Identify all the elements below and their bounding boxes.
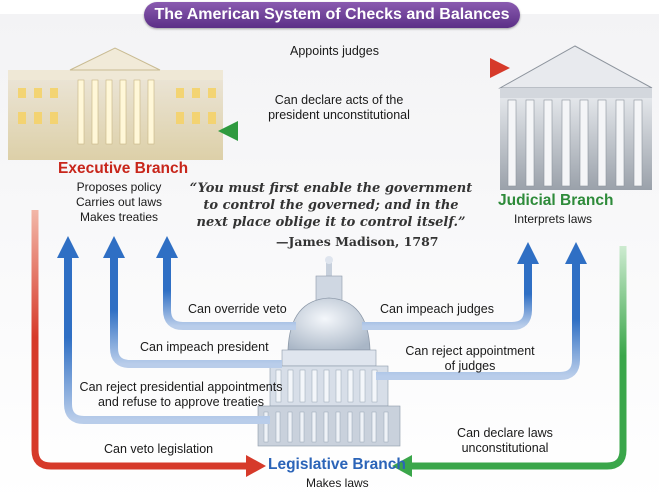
executive-power: Makes treaties <box>79 210 159 224</box>
label-line: Can reject appointment <box>405 344 535 358</box>
arrow-appoints-judges <box>190 58 510 78</box>
label-appoints-judges: Appoints judges <box>290 44 379 58</box>
label-impeach-judges: Can impeach judges <box>380 302 494 316</box>
label-line: of judges <box>444 359 496 373</box>
label-line: Can declare laws <box>457 426 553 440</box>
arrow-impeach-president <box>103 236 282 368</box>
executive-power: Proposes policy <box>76 180 162 194</box>
arrow-reject-judge-appointment <box>376 242 587 380</box>
judicial-branch-title: Judicial Branch <box>498 192 614 209</box>
label-reject-judge-appointment: Can reject appointment of judges <box>396 344 544 374</box>
label-declare-president-unconstitutional: Can declare acts of the president uncons… <box>262 93 416 123</box>
label-line: Can declare acts of the <box>274 93 404 107</box>
executive-power: Carries out laws <box>75 195 163 209</box>
legislative-branch-title: Legislative Branch <box>268 456 406 473</box>
arrow-reject-appointments <box>57 236 270 424</box>
label-override-veto: Can override veto <box>188 302 287 316</box>
diagram-title: The American System of Checks and Balanc… <box>144 2 520 28</box>
executive-branch-title: Executive Branch <box>58 160 189 177</box>
judicial-power: Interprets laws <box>514 212 593 226</box>
arrow-declare-president-unconstitutional <box>218 121 490 141</box>
label-line: and refuse to approve treaties <box>97 395 265 409</box>
label-line: unconstitutional <box>461 441 549 455</box>
white-house-icon <box>8 47 223 160</box>
arrow-override-veto <box>156 236 296 330</box>
label-line: Can reject presidential appointments <box>79 380 283 394</box>
label-line: president unconstitutional <box>268 108 410 122</box>
label-veto-legislation: Can veto legislation <box>104 442 214 456</box>
executive-powers: Proposes policy Carries out laws Makes t… <box>64 180 174 225</box>
label-declare-laws-unconstitutional: Can declare laws unconstitutional <box>440 426 570 456</box>
capitol-dome-icon <box>257 256 401 447</box>
label-reject-presidential-appointments: Can reject presidential appointments and… <box>76 380 286 410</box>
arrow-veto-legislation <box>31 210 266 477</box>
supreme-court-icon <box>498 45 653 190</box>
arrow-declare-laws-unconstitutional <box>392 246 627 477</box>
quote-attribution: —James Madison, 1787 <box>276 234 439 249</box>
legislative-power: Makes laws <box>306 476 369 490</box>
arrow-impeach-judges <box>362 242 539 330</box>
madison-quote: “You must first enable the government to… <box>189 181 473 230</box>
label-impeach-president: Can impeach president <box>140 340 269 354</box>
